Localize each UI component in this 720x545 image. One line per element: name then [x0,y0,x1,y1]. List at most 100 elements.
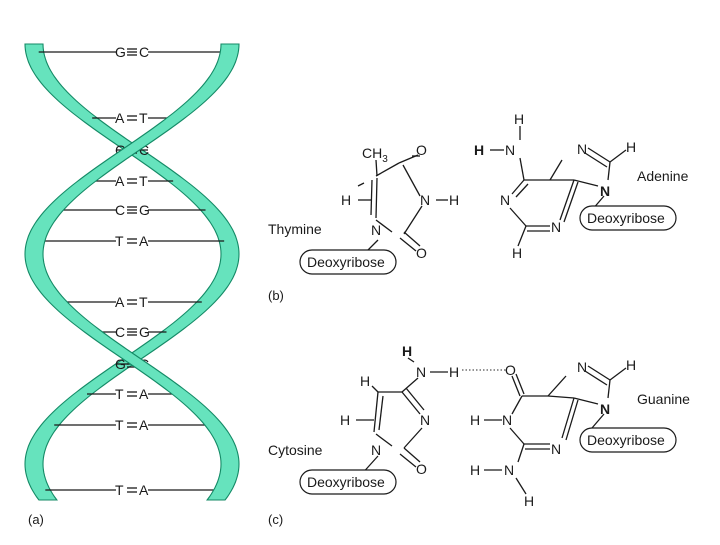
guanine-bond [591,413,605,429]
guanine-bond [587,365,611,381]
guanine-sugar: Deoxyribose [587,432,665,448]
guanine-n1: N [502,412,512,428]
base-right: T [139,173,148,189]
thymine-ch3: CH3 [362,145,388,165]
cytosine-bond [403,447,421,463]
adenine-h8: H [626,139,636,155]
adenine-label: Adenine [637,168,689,184]
helix-strand-a [24,43,240,501]
adenine-bond [573,179,599,187]
base-left: C [115,324,125,340]
guanine-molecule: O N H N H N N H N H Deoxyribose Guanine [470,357,690,509]
guanine-bond [515,373,525,395]
thymine-bond [403,205,423,235]
base-left: A [115,294,125,310]
thymine-n1: N [371,222,381,238]
guanine-h-amino-bottom: H [524,493,534,509]
panel-label-c: (c) [268,512,283,527]
guanine-bond [584,370,608,386]
adenine-n3: N [551,219,561,235]
guanine-bond [511,395,523,415]
adenine-bond [584,152,608,168]
guanine-label: Guanine [637,391,690,407]
thymine-label: Thymine [268,221,322,237]
adenine-bond [517,225,527,247]
panel-label-b: (b) [268,288,284,303]
cytosine-bond [399,453,417,468]
adenine-h-amino-top: H [514,111,524,127]
base-left: G [115,44,126,60]
thymine-molecule: CH3 O N H H N O Deoxyribose Thymine [268,142,459,275]
cytosine-label: Cytosine [268,442,323,458]
adenine-bond [559,179,575,221]
guanine-n7: N [577,359,587,375]
guanine-n-amino: N [504,462,514,478]
base-right: A [139,417,149,433]
guanine-bond [547,395,575,399]
panel-label-a: (a) [28,512,44,527]
base-right: A [139,233,149,249]
adenine-bond [607,161,611,181]
adenine-n1: N [500,192,510,208]
adenine-bond [609,149,627,163]
cytosine-sugar: Deoxyribose [307,474,385,490]
base-left: C [115,202,125,218]
guanine-bond [561,397,575,439]
adenine-molecule: H H N N N H N H N Deoxyribose Adenine [474,111,689,261]
cytosine-sugar-box [299,469,397,495]
guanine-bond [547,375,567,397]
cytosine-bond [405,387,425,411]
thymine-sugar: Deoxyribose [307,254,385,270]
guanine-bond [517,443,525,463]
guanine-bond [565,399,579,441]
guanine-bond [609,367,627,381]
adenine-bond [563,181,579,223]
cytosine-h6: H [340,412,350,428]
guanine-h-amino-left: H [470,462,480,478]
guanine-h8: H [626,357,636,373]
cytosine-bond [403,427,423,449]
adenine-n7: N [577,141,587,157]
thymine-h6: H [341,192,351,208]
base-right: A [139,482,149,498]
cytosine-bond [373,391,379,433]
adenine-bond [587,147,611,163]
helix-strand-b [24,43,240,501]
guanine-h1: H [470,412,480,428]
thymine-bond [357,182,365,187]
base-right: C [139,142,149,158]
base-right: G [139,324,150,340]
guanine-n9: N [600,401,610,417]
helix-strand-front [24,43,240,501]
cytosine-bond [378,395,384,431]
base-right: T [139,294,148,310]
thymine-bond [402,164,421,197]
cytosine-bond [375,433,393,447]
adenine-h2: H [512,245,522,261]
guanine-sugar-box [579,427,677,453]
adenine-bond [519,157,525,181]
cytosine-bond [371,385,379,393]
adenine-sugar-box [579,205,677,231]
thymine-bond [375,162,400,177]
thymine-sugar-box [299,249,397,275]
guanine-bond [515,477,527,495]
cytosine-bond [401,391,421,415]
guanine-o: O [505,362,516,378]
adenine-n9: N [600,183,610,199]
cytosine-bond [407,357,415,363]
thymine-h3: H [449,192,459,208]
base-left: T [115,482,124,498]
guanine-bond [573,397,599,405]
cytosine-h-amino-right: H [449,364,459,380]
thymine-bond [370,179,373,216]
base-left: T [115,417,124,433]
base-left: A [115,110,125,126]
base-right: G [139,202,150,218]
